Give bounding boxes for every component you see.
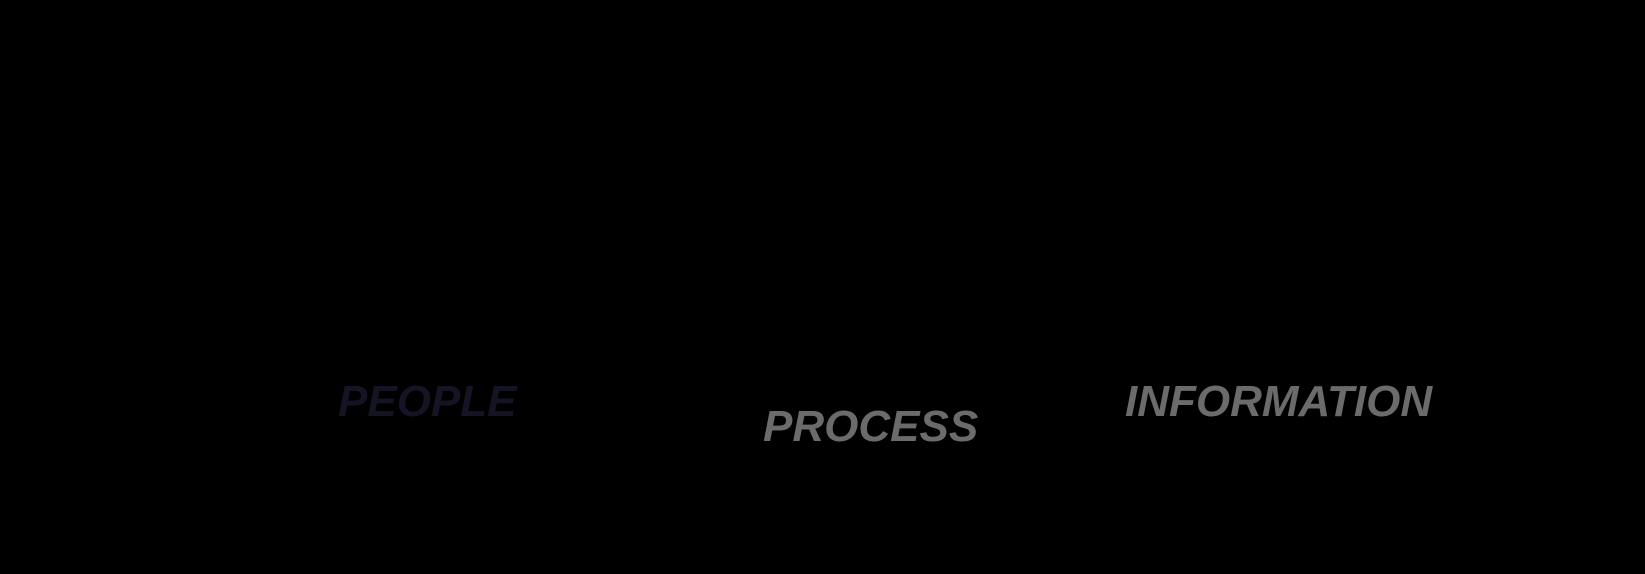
people-label: PEOPLE bbox=[338, 377, 517, 427]
process-label: PROCESS bbox=[763, 402, 978, 452]
diagram-frame bbox=[10, 8, 1635, 566]
information-label: INFORMATION bbox=[1125, 377, 1432, 427]
